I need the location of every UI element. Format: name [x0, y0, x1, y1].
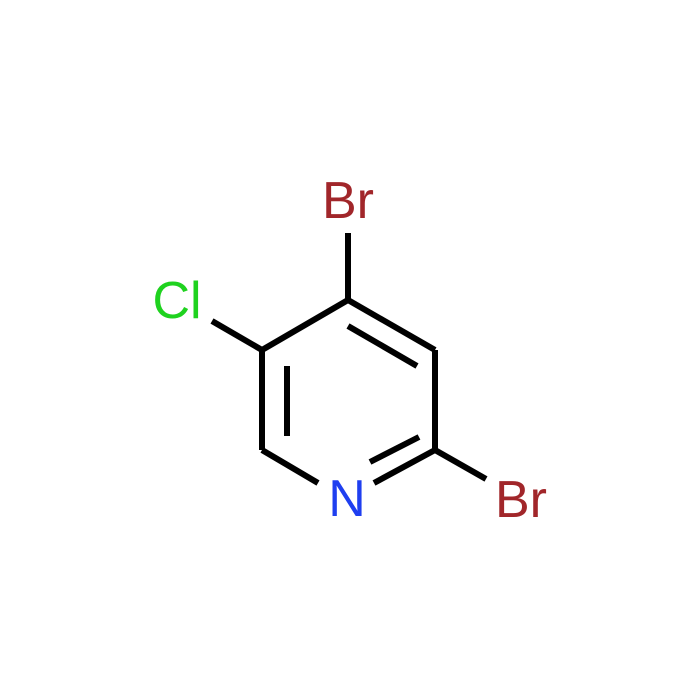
atom-br-right: Br: [495, 471, 547, 529]
atom-cl: Cl: [152, 272, 201, 330]
bond-n1-c2-double: [368, 434, 421, 465]
bond-c5-cl: [210, 318, 264, 353]
atom-labels: Br Cl N Br: [152, 172, 547, 529]
bond-c4-c5: [260, 297, 350, 353]
bond-c6-n1: [260, 447, 320, 486]
atom-n: N: [328, 470, 366, 528]
bond-c4-c3-double: [346, 323, 419, 369]
atom-br-top: Br: [322, 172, 374, 230]
bond-c2-br: [433, 447, 488, 482]
bonds: [210, 233, 488, 486]
bond-c4-c3: [346, 297, 437, 353]
bond-n1-c2: [372, 447, 437, 486]
